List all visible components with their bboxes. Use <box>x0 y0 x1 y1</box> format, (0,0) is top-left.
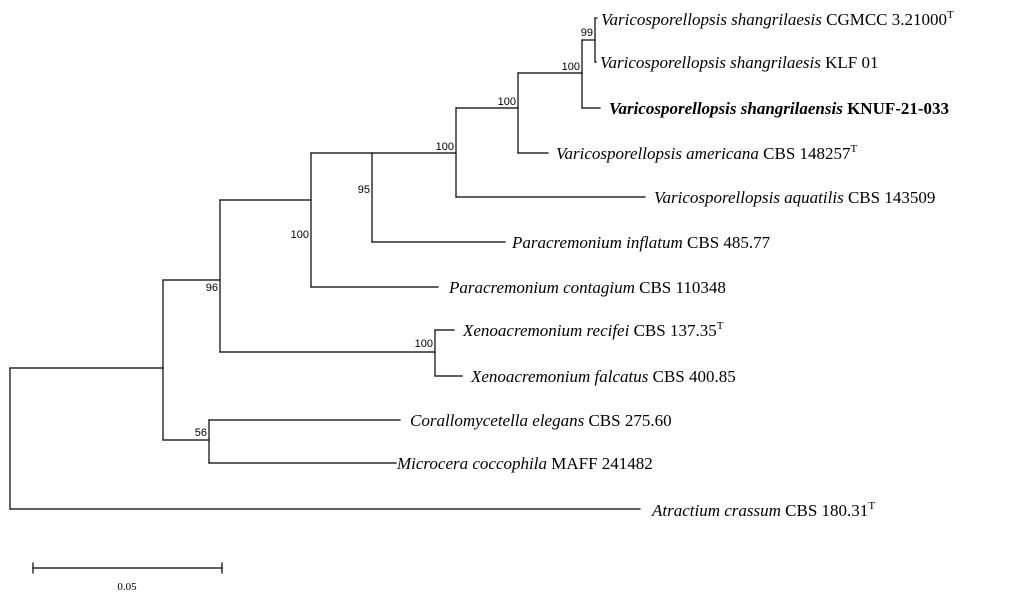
support-value-100-aquatilis: 100 <box>436 141 454 153</box>
support-value-100-paracremonium: 100 <box>291 229 309 241</box>
support-value-56: 56 <box>195 427 207 439</box>
support-value-96: 96 <box>206 282 218 294</box>
scale-bar-label: 0.05 <box>117 581 137 593</box>
taxon-label: Xenoacremonium recifei CBS 137.35T <box>462 320 724 340</box>
support-values: 99 100 100 100 95 100 96 100 56 <box>195 27 593 439</box>
taxon-label: Corallomycetella elegans CBS 275.60 <box>410 411 672 430</box>
tree-branches <box>9 17 646 510</box>
support-value-100-xeno: 100 <box>415 338 433 350</box>
taxon-label: Paracremonium contagium CBS 110348 <box>448 278 726 297</box>
taxon-label: Varicosporellopsis americana CBS 148257T <box>556 143 858 163</box>
scale-bar: 0.05 <box>32 562 223 593</box>
support-value-95: 95 <box>358 184 370 196</box>
taxon-label: Xenoacremonium falcatus CBS 400.85 <box>470 367 736 386</box>
taxon-labels: Varicosporellopsis shangrilaesis CGMCC 3… <box>396 9 954 520</box>
taxon-label: Microcera coccophila MAFF 241482 <box>396 454 653 473</box>
taxon-label: Atractium crassum CBS 180.31T <box>651 500 875 520</box>
taxon-label-highlighted: Varicosporellopsis shangrilaensis KNUF-2… <box>609 99 949 118</box>
taxon-label: Varicosporellopsis aquatilis CBS 143509 <box>654 188 935 207</box>
support-value-100-americana: 100 <box>498 96 516 108</box>
support-value-99: 99 <box>581 27 593 39</box>
taxon-label: Varicosporellopsis shangrilaesis KLF 01 <box>600 53 878 72</box>
support-value-100-knuf: 100 <box>562 61 580 73</box>
taxon-label: Varicosporellopsis shangrilaesis CGMCC 3… <box>601 9 954 29</box>
taxon-label: Paracremonium inflatum CBS 485.77 <box>511 233 771 252</box>
